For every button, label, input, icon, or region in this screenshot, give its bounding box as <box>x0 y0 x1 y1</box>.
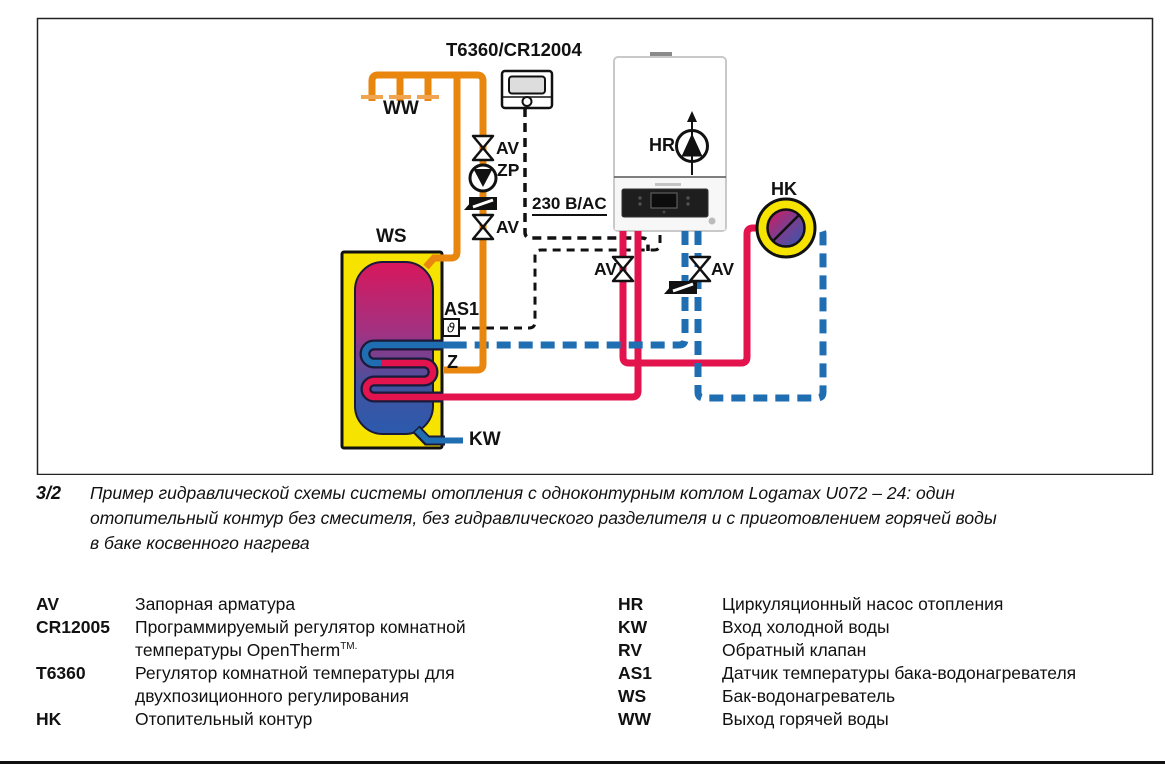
return-from-hk <box>694 224 827 402</box>
legend-desc: Программируемый регулятор комнатной <box>135 617 466 637</box>
legend-term: T6360 <box>36 663 86 683</box>
hydraulic-schematic: ϑ <box>36 17 1154 475</box>
boiler <box>613 52 727 232</box>
hr-pump-icon <box>675 111 709 175</box>
legend-term: WS <box>618 686 647 706</box>
tank-coil <box>359 339 445 403</box>
tank-outlet-riser <box>440 75 461 262</box>
supply-to-tank-coil <box>444 231 642 401</box>
legend-desc: Датчик температуры бака-водонагревателя <box>722 663 1077 683</box>
electrical-wires <box>458 108 662 330</box>
legend-desc: Бак-водонагреватель <box>722 686 896 706</box>
legend-desc: Запорная арматура <box>135 594 296 614</box>
ws-label: WS <box>376 226 407 247</box>
kw-inlet-pipe <box>412 425 463 446</box>
av-label: AV <box>711 259 735 279</box>
legend-term: CR12005 <box>36 617 110 637</box>
legend-term: AV <box>36 594 60 614</box>
caption-line: отопительный контур без смесителя, без г… <box>90 508 997 528</box>
hr-label: HR <box>649 135 675 155</box>
trademark-sup: TM. <box>340 641 358 653</box>
av-label: AV <box>496 217 520 237</box>
legend-term: HR <box>618 594 644 614</box>
figure-number: 3/2 <box>36 483 62 503</box>
av-label: AV <box>594 259 618 279</box>
page-bottom-rule <box>0 761 1165 764</box>
return-from-tank-coil <box>464 231 689 349</box>
diagram-frame <box>36 17 1154 475</box>
hk-circuit-icon <box>755 197 817 259</box>
boiler-flue-stub <box>650 52 672 58</box>
boiler-display <box>650 192 678 209</box>
boiler-control-panel <box>621 188 709 218</box>
kw-label: KW <box>469 429 501 450</box>
thermostat-device <box>500 69 554 110</box>
ww-label: WW <box>383 98 419 119</box>
thermostat-display <box>508 75 546 95</box>
legend-desc: Отопительный контур <box>135 709 313 729</box>
boiler-brand-text <box>655 183 681 186</box>
thermostat-title-label: T6360/CR12004 <box>446 39 582 60</box>
av-valve-icon <box>471 134 495 162</box>
legend-term: AS1 <box>618 663 653 683</box>
legend-desc: двухпозиционного регулирования <box>135 686 410 706</box>
legend-desc: Обратный клапан <box>722 640 867 660</box>
av-valve-icon <box>471 213 495 241</box>
legend-desc: температуры OpenThermTM. <box>135 640 357 661</box>
thermostat-wire <box>523 108 650 251</box>
ww-manifold-and-circulation <box>368 71 487 374</box>
av-label: AV <box>496 138 520 158</box>
legend-term: KW <box>618 617 648 637</box>
z-label: Z <box>447 352 458 372</box>
legend-term: WW <box>618 709 652 729</box>
theta-glyph: ϑ <box>447 322 455 337</box>
caption-line: Пример гидравлической схемы системы отоп… <box>90 483 955 503</box>
av-valves <box>471 134 712 283</box>
as1-label: AS1 <box>444 299 480 319</box>
legend-term: HK <box>36 709 62 729</box>
hk-label: HK <box>771 179 797 199</box>
av-valve-icon <box>688 255 712 283</box>
legend-term: RV <box>618 640 642 660</box>
legend-desc-text: температуры OpenTherm <box>135 640 341 660</box>
av-valve-icon <box>611 255 635 283</box>
thermostat-dial <box>521 96 533 107</box>
voltage-label: 230 В/AC <box>532 195 607 216</box>
tank-outlet-elbow <box>423 254 441 270</box>
as1-sensor-wire <box>458 232 662 330</box>
zp-label: ZP <box>497 160 520 180</box>
legend-desc: Циркуляционный насос отопления <box>722 594 1004 614</box>
heating-supply-pipes <box>444 224 759 401</box>
rv-check-valve-icon <box>464 197 497 210</box>
boiler-button <box>708 217 716 225</box>
flow-arrow-icon <box>687 111 697 122</box>
as1-sensor: ϑ <box>442 318 460 337</box>
supply-to-hk <box>619 224 759 367</box>
legend-desc: Вход холодной воды <box>722 617 890 637</box>
heating-return-pipes <box>443 224 827 402</box>
zp-pump-icon <box>468 163 498 193</box>
storage-tank <box>340 250 463 450</box>
legend-desc: Выход горячей воды <box>722 709 889 729</box>
caption-line: в баке косвенного нагрева <box>90 533 310 553</box>
rv-check-valve-icon <box>664 281 697 294</box>
legend-desc: Регулятор комнатной температуры для <box>135 663 455 683</box>
